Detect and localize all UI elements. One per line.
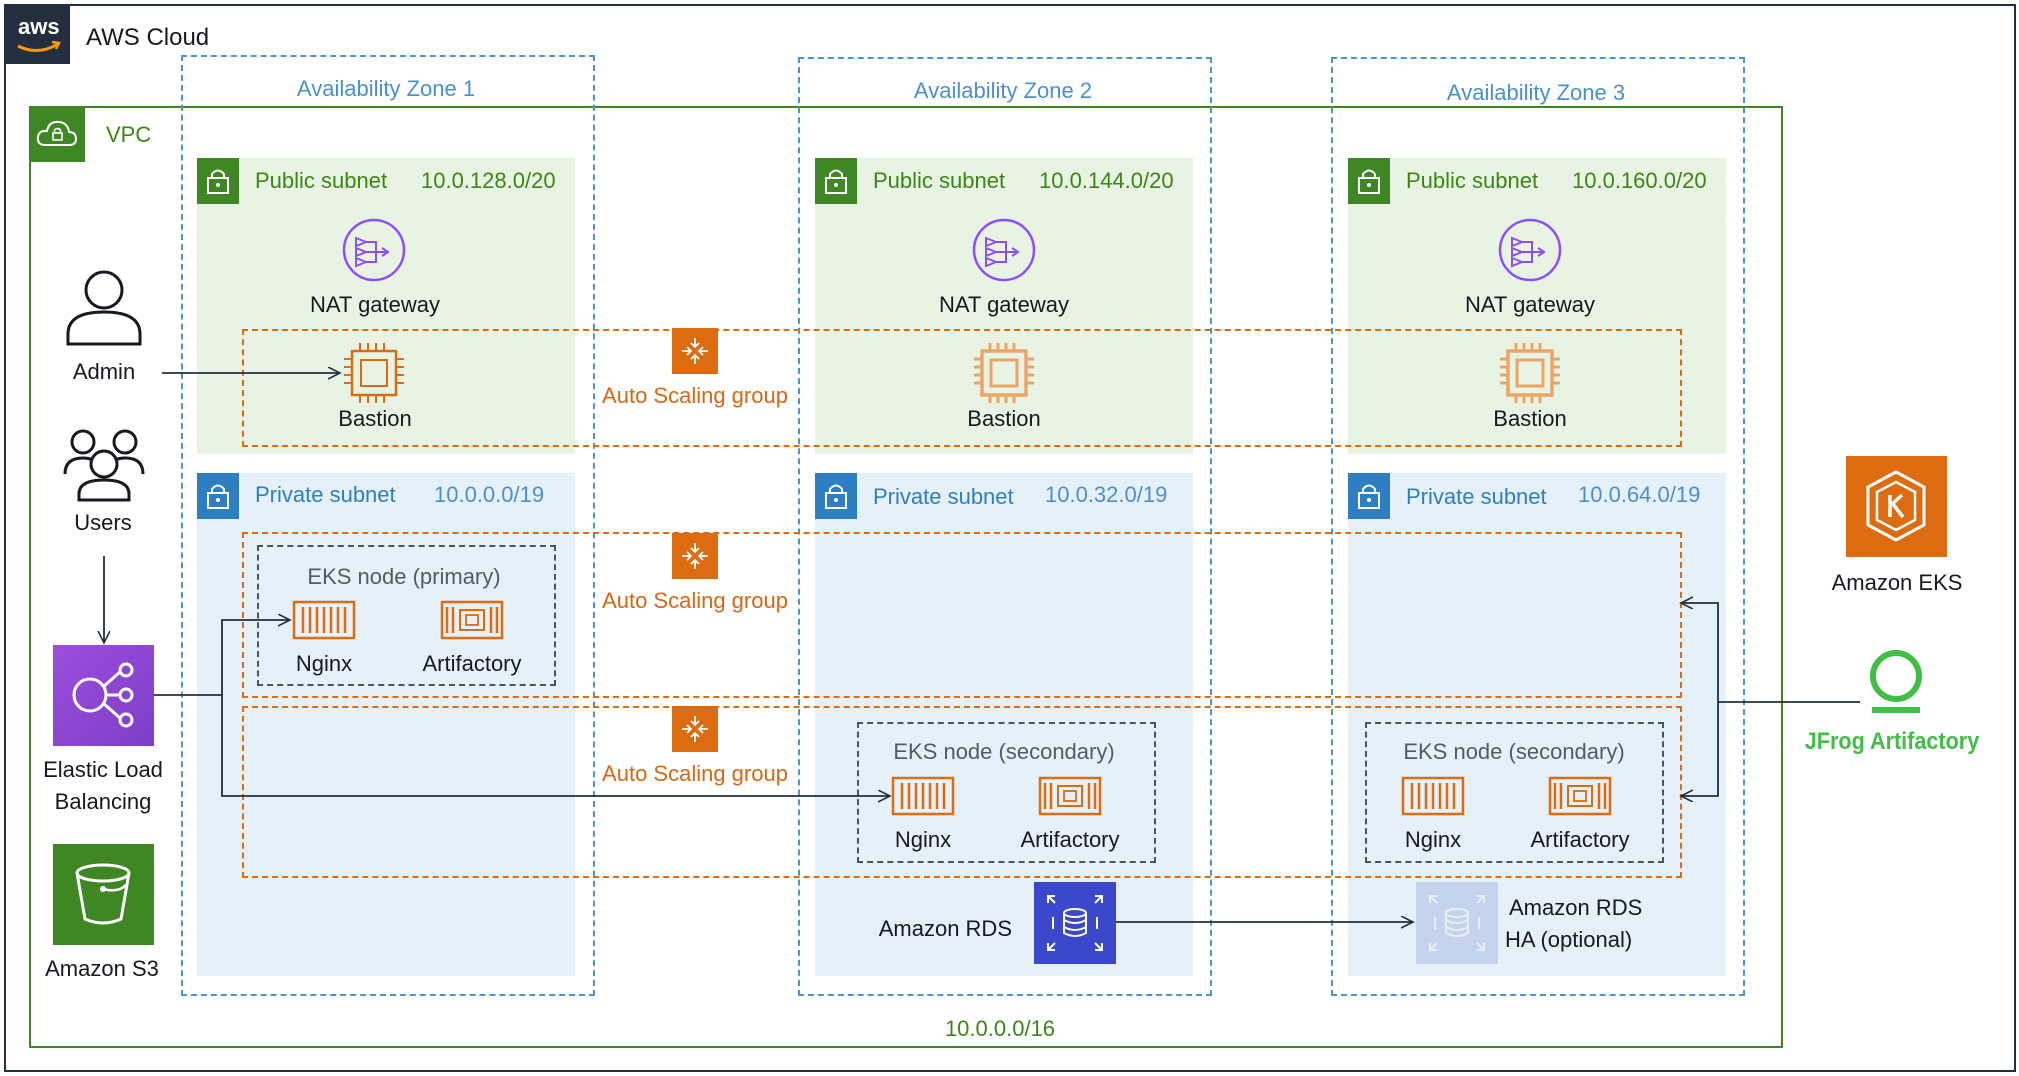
private-subnet-3-lock-icon <box>1348 473 1390 519</box>
nginx-container-2-icon <box>891 776 955 816</box>
availability-zone-2 <box>798 57 1212 996</box>
public-subnet-3-label: Public subnet <box>1406 168 1539 193</box>
public-subnet-2-lock-icon <box>815 158 857 204</box>
nginx-2-label: Nginx <box>894 827 952 852</box>
nginx-3-label: Nginx <box>1404 827 1462 852</box>
public-subnet-2 <box>815 158 1193 454</box>
eks-node-secondary-az2-label: EKS node (secondary) <box>893 739 1115 764</box>
elb-to-eks-secondary-connector <box>221 695 890 796</box>
vpc-cidr: 10.0.0.0/16 <box>944 1016 1056 1041</box>
auto-scaling-group-bastion <box>242 329 1682 447</box>
amazon-eks-icon <box>1846 456 1947 557</box>
eks-node-secondary-az3-label: EKS node (secondary) <box>1403 739 1625 764</box>
nat-gateway-1-icon <box>342 218 406 282</box>
nginx-container-1-icon <box>292 600 356 640</box>
private-subnet-2 <box>815 473 1193 976</box>
artifactory-1-label: Artifactory <box>422 651 522 676</box>
aws-cloud-label: AWS Cloud <box>86 24 210 51</box>
auto-scaling-3-icon <box>672 706 718 752</box>
auto-scaling-2-label: Auto Scaling group <box>602 588 788 613</box>
nat-gateway-2-icon <box>972 218 1036 282</box>
bastion-3-icon <box>1500 343 1560 403</box>
private-subnet-1-cidr: 10.0.0.0/19 <box>434 482 545 507</box>
admin-user-icon <box>66 270 142 346</box>
eks-node-secondary-az3 <box>1365 722 1664 863</box>
eks-node-secondary-az2 <box>857 722 1156 863</box>
jfrog-artifactory-logo-icon <box>1870 650 1922 713</box>
artifactory-container-1-icon <box>440 600 504 640</box>
auto-scaling-1-label: Auto Scaling group <box>602 383 788 408</box>
private-subnet-2-cidr: 10.0.32.0/19 <box>1045 482 1168 507</box>
vpc-cloud-icon <box>29 106 85 162</box>
private-subnet-1-lock-icon <box>197 473 239 519</box>
nginx-1-label: Nginx <box>295 651 353 676</box>
az-1-label: Availability Zone 1 <box>296 76 476 101</box>
users-group-icon <box>63 429 145 502</box>
vpc-boundary <box>29 106 1783 1048</box>
aws-logo-icon: aws <box>6 6 70 64</box>
nat-gateway-2-label: NAT gateway <box>938 292 1070 317</box>
public-subnet-1-lock-icon <box>197 158 239 204</box>
admin-label: Admin <box>72 359 136 384</box>
eks-node-primary <box>257 545 556 686</box>
jfrog-to-secondary-asg-arrow <box>1681 702 1719 796</box>
artifactory-container-3-icon <box>1548 776 1612 816</box>
nginx-container-3-icon <box>1401 776 1465 816</box>
elb-label-line2: Balancing <box>54 789 152 814</box>
elastic-load-balancing-icon <box>53 645 154 746</box>
public-subnet-3-lock-icon <box>1348 158 1390 204</box>
amazon-rds-ha-icon <box>1416 882 1498 964</box>
private-subnet-2-label: Private subnet <box>873 484 1014 509</box>
artifactory-2-label: Artifactory <box>1020 827 1120 852</box>
elb-to-eks-connector <box>154 620 290 696</box>
artifactory-3-label: Artifactory <box>1530 827 1630 852</box>
public-subnet-1-cidr: 10.0.128.0/20 <box>421 168 556 193</box>
private-subnet-1-label: Private subnet <box>255 482 396 507</box>
availability-zone-3 <box>1331 57 1745 996</box>
amazon-rds-ha-label-line1: Amazon RDS <box>1509 895 1643 920</box>
eks-node-primary-label: EKS node (primary) <box>307 564 501 589</box>
private-subnet-3-label: Private subnet <box>1406 484 1547 509</box>
jfrog-to-primary-asg-arrow <box>1681 603 1719 702</box>
public-subnet-2-label: Public subnet <box>873 168 1006 193</box>
az-3-label: Availability Zone 3 <box>1446 80 1626 105</box>
aws-cloud-boundary <box>4 4 2016 1072</box>
public-subnet-3-cidr: 10.0.160.0/20 <box>1572 168 1707 193</box>
amazon-eks-label: Amazon EKS <box>1831 570 1963 595</box>
amazon-s3-icon <box>53 844 154 945</box>
bastion-2-label: Bastion <box>967 406 1041 431</box>
users-label: Users <box>74 510 132 535</box>
amazon-s3-label: Amazon S3 <box>45 956 159 981</box>
az-2-label: Availability Zone 2 <box>913 78 1093 103</box>
public-subnet-1 <box>197 158 575 454</box>
amazon-rds-ha-label-line2: HA (optional) <box>1505 927 1633 952</box>
amazon-rds-label: Amazon RDS <box>878 916 1012 941</box>
vpc-label: VPC <box>106 122 152 147</box>
auto-scaling-2-icon <box>672 533 718 579</box>
public-subnet-1-label: Public subnet <box>255 168 388 193</box>
availability-zone-1 <box>181 55 595 996</box>
bastion-1-label: Bastion <box>338 406 412 431</box>
bastion-1-icon <box>344 343 404 403</box>
jfrog-artifactory-label: JFrog Artifactory <box>1804 728 1980 755</box>
public-subnet-3 <box>1348 158 1726 454</box>
private-subnet-1 <box>197 473 575 976</box>
bastion-3-label: Bastion <box>1493 406 1567 431</box>
public-subnet-2-cidr: 10.0.144.0/20 <box>1039 168 1174 193</box>
elb-label-line1: Elastic Load <box>43 757 163 782</box>
nat-gateway-3-icon <box>1498 218 1562 282</box>
auto-scaling-1-icon <box>672 328 718 374</box>
artifactory-container-2-icon <box>1038 776 1102 816</box>
auto-scaling-3-label: Auto Scaling group <box>602 761 788 786</box>
bastion-2-icon <box>974 343 1034 403</box>
nat-gateway-3-label: NAT gateway <box>1464 292 1596 317</box>
private-subnet-3-cidr: 10.0.64.0/19 <box>1578 482 1701 507</box>
private-subnet-2-lock-icon <box>815 473 857 519</box>
nat-gateway-1-label: NAT gateway <box>309 292 441 317</box>
amazon-rds-icon <box>1034 882 1116 964</box>
auto-scaling-group-primary <box>242 532 1682 698</box>
